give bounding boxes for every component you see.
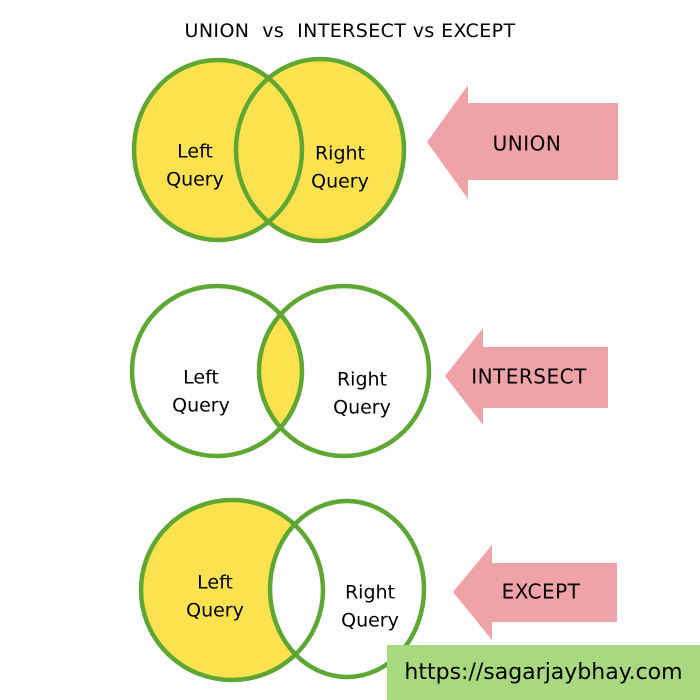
except-right-label-line1: Right [345, 582, 395, 604]
union-right-label-line1: Right [315, 143, 365, 165]
except-left-circle-outline [138, 497, 326, 683]
except-arrow-label: EXCEPT [502, 580, 581, 604]
except-arrow-shape [453, 545, 617, 640]
except-left-label-line1: Left [197, 572, 233, 594]
except-left-circle-fill [141, 500, 323, 680]
union-right-circle-fill [236, 59, 404, 241]
intersect-left-label-line1: Left [183, 367, 219, 389]
footer-banner: https://sagarjaybhay.com [387, 645, 700, 700]
union-arrow: UNION [427, 85, 618, 199]
union-left-label-line2: Query [166, 169, 224, 191]
except-right-circle-outline [267, 498, 427, 680]
union-left-label-line1: Left [177, 141, 213, 163]
union-left-circle-outline [131, 57, 305, 243]
intersect-right-label-line2: Query [333, 397, 391, 419]
union-arrow-label: UNION [493, 132, 562, 156]
union-arrow-shape [427, 85, 618, 199]
intersect-arrow-shape [445, 328, 608, 425]
intersect-right-label-line1: Right [337, 369, 387, 391]
union-right-label-line2: Query [311, 171, 369, 193]
intersect-arrow-label: INTERSECT [471, 365, 587, 389]
venn-except: Left Query Right Query [138, 497, 427, 683]
diagram-title: UNION vs INTERSECT vs EXCEPT [184, 20, 516, 42]
footer-url: https://sagarjaybhay.com [404, 660, 683, 685]
venn-union: Left Query Right Query [131, 56, 407, 244]
venn-intersect: Left Query Right Query [129, 283, 432, 459]
intersect-left-circle-outline [129, 283, 305, 459]
except-left-label-line2: Query [186, 600, 244, 622]
intersect-right-circle-outline [256, 283, 432, 459]
union-right-circle-outline [233, 56, 407, 244]
intersect-arrow: INTERSECT [445, 328, 608, 425]
except-right-label-line2: Query [341, 610, 399, 632]
intersect-left-label-line2: Query [172, 395, 230, 417]
except-arrow: EXCEPT [453, 545, 617, 640]
